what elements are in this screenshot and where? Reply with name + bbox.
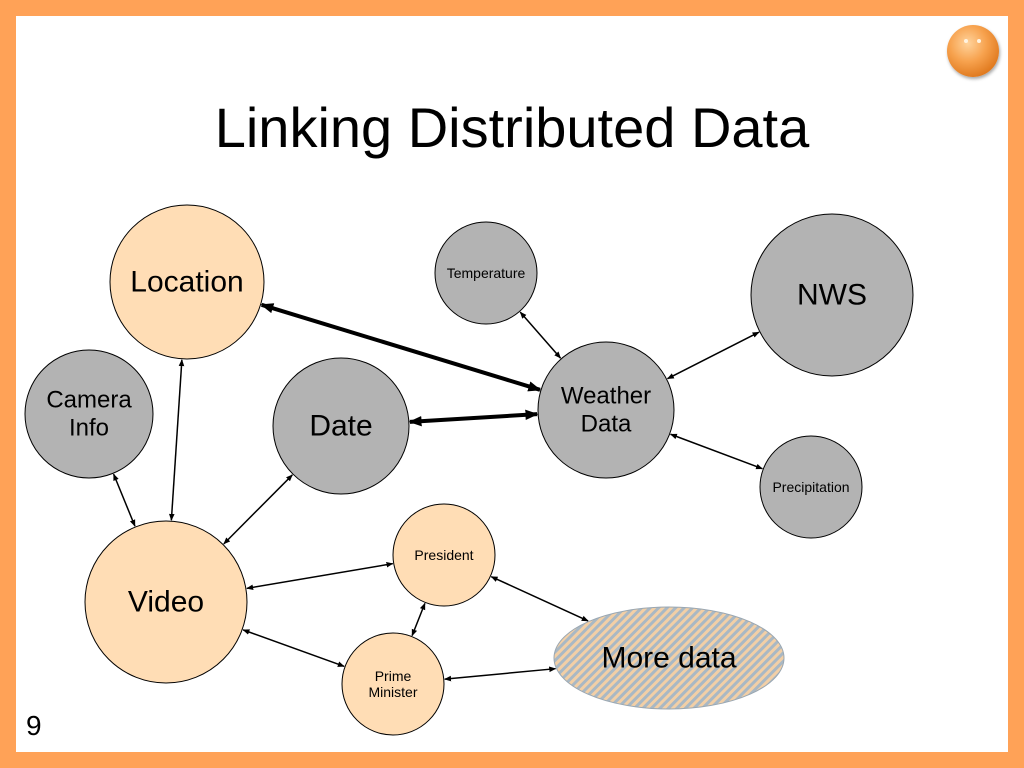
orb-eye-right — [977, 39, 981, 43]
node-shape-president — [392, 503, 496, 607]
node-nws: NWS — [750, 213, 914, 377]
node-shape-precipitation — [759, 435, 863, 539]
node-shape-temperature — [434, 221, 538, 325]
node-shape-camera-info — [24, 349, 154, 479]
edge-temperature-weather-data — [519, 311, 562, 359]
node-label-precipitation: Precipitation — [772, 479, 849, 495]
node-label-nws: NWS — [797, 279, 867, 312]
page-number: 9 — [26, 710, 42, 741]
edge-president-prime-minister — [411, 602, 426, 637]
node-label-weather-data: Weather — [561, 383, 651, 410]
edge-video-president — [246, 561, 394, 591]
node-shape-video — [84, 520, 248, 684]
node-shape-prime-minister — [341, 632, 445, 736]
node-precipitation: Precipitation — [759, 435, 863, 539]
orb-logo-icon — [947, 25, 999, 77]
node-label-camera-info: Camera — [46, 387, 132, 414]
node-president: President — [392, 503, 496, 607]
node-shape-location — [109, 204, 265, 360]
edge-date-weather-data — [408, 409, 539, 427]
node-label-date: Date — [309, 410, 372, 443]
node-label-location: Location — [130, 266, 243, 299]
edges-layer — [112, 302, 763, 682]
edge-president-more-data — [490, 575, 589, 622]
node-label-president: President — [414, 547, 473, 563]
node-date: Date — [272, 357, 410, 495]
node-label-more-data: More data — [601, 642, 736, 675]
node-label-video: Video — [128, 586, 204, 619]
node-shape-nws — [750, 213, 914, 377]
slide-title: Linking Distributed Data — [214, 96, 810, 159]
edge-video-prime-minister — [242, 629, 345, 668]
edge-nws-weather-data — [666, 331, 760, 380]
orb-eye-left — [964, 39, 968, 43]
node-shape-weather-data — [537, 341, 675, 479]
edge-location-video — [168, 359, 185, 521]
node-location: Location — [109, 204, 265, 360]
node-temperature: Temperature — [434, 221, 538, 325]
node-label-temperature: Temperature — [447, 265, 526, 281]
node-shape-date — [272, 357, 410, 495]
node-more-data: More data — [553, 606, 785, 710]
node-label-prime-minister: Prime — [375, 668, 412, 684]
edge-location-weather-data — [260, 302, 542, 392]
node-label-camera-info: Info — [69, 414, 109, 441]
node-video: Video — [84, 520, 248, 684]
edge-date-video — [223, 474, 293, 545]
edge-precipitation-weather-data — [669, 433, 763, 470]
node-label-prime-minister: Minister — [368, 684, 417, 700]
node-shape-more-data — [553, 606, 785, 710]
edge-camera-info-video — [112, 473, 136, 527]
node-label-weather-data: Data — [581, 410, 632, 437]
edge-prime-minister-more-data — [444, 666, 557, 682]
